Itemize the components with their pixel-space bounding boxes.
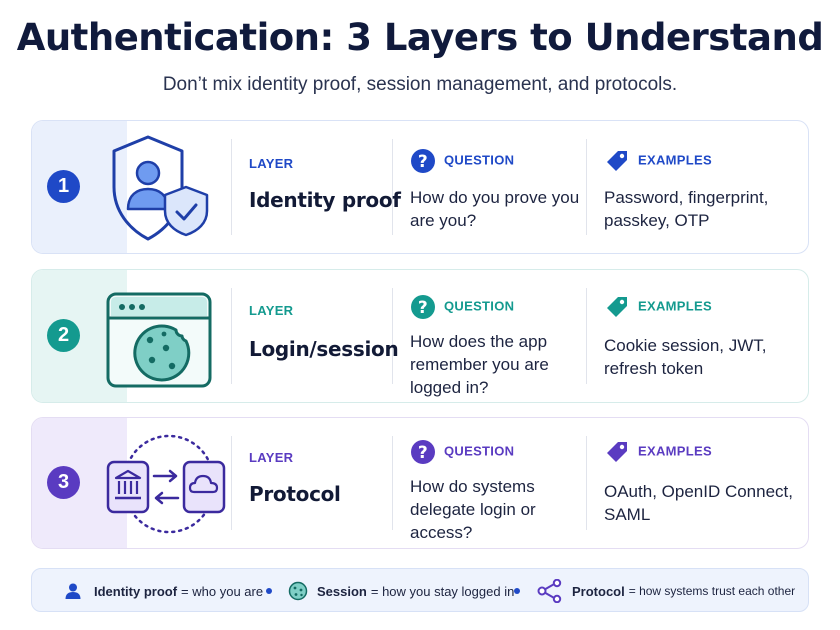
layer-name: Protocol — [249, 482, 341, 506]
cookie-icon — [288, 581, 308, 601]
legend-item-protocol: Protocol = how systems trust each other — [536, 569, 795, 613]
browser-cookie-icon — [106, 292, 212, 388]
tag-icon — [607, 442, 627, 462]
bank-cloud-exchange-icon — [106, 434, 226, 534]
layer-examples: Cookie session, JWT, refresh token — [604, 336, 767, 378]
examples-column-label: EXAMPLES — [604, 294, 712, 320]
layer-column-label: LAYER — [249, 156, 294, 171]
tag-icon — [607, 151, 627, 171]
legend-definition: = how you stay logged in — [370, 583, 515, 599]
layer-card-login-session: 2 LAYER Login/session ?QUESTION How does… — [31, 269, 809, 403]
layer-card-protocol: 3 LAYER Protocol ?QUESTION How do system… — [31, 417, 809, 549]
layer-examples: Password, fingerprint, passkey, OTP — [604, 188, 769, 230]
examples-column-label: EXAMPLES — [604, 439, 712, 465]
legend-bar: Identity proof = who you are Session = h… — [31, 568, 809, 612]
question-circle-icon: ? — [411, 149, 435, 173]
column-divider — [231, 139, 232, 235]
question-column-label: ?QUESTION — [410, 148, 514, 174]
legend-item-identity: Identity proof = who you are — [64, 569, 263, 613]
column-divider — [392, 436, 393, 530]
column-divider — [231, 288, 232, 384]
column-divider — [231, 436, 232, 530]
legend-term: Identity proof — [94, 583, 178, 599]
shield-user-icon — [112, 135, 209, 241]
layer-card-identity-proof: 1 LAYER Identity proof ?QUESTION How do … — [31, 120, 809, 254]
legend-separator-dot — [266, 588, 272, 594]
question-circle-icon: ? — [411, 440, 435, 464]
svg-text:?: ? — [418, 152, 428, 172]
column-divider — [392, 139, 393, 235]
question-circle-icon: ? — [411, 295, 435, 319]
layer-number-badge: 1 — [47, 170, 80, 203]
svg-text:?: ? — [418, 443, 428, 463]
layer-question: How does the app remember you are logged… — [410, 332, 549, 397]
user-icon — [65, 583, 81, 599]
legend-term: Protocol — [572, 583, 625, 599]
page-title: Authentication: 3 Layers to Understand — [16, 16, 824, 59]
layer-question: How do systems delegate login or access? — [410, 477, 536, 542]
legend-term: Session — [317, 583, 367, 599]
layer-name: Login/session — [249, 337, 399, 361]
legend-definition: = who you are — [181, 583, 264, 599]
layer-question: How do you prove you are you? — [410, 188, 580, 230]
layer-column-label: LAYER — [249, 450, 294, 465]
examples-column-label: EXAMPLES — [604, 148, 712, 174]
legend-definition: = how systems trust each other — [628, 584, 796, 598]
layer-number-badge: 3 — [47, 466, 80, 499]
column-divider — [586, 436, 587, 530]
column-divider — [586, 139, 587, 235]
layer-number-badge: 2 — [47, 319, 80, 352]
column-divider — [392, 288, 393, 384]
question-column-label: ?QUESTION — [410, 294, 514, 320]
svg-text:?: ? — [418, 298, 428, 318]
page-subtitle: Don’t mix identity proof, session manage… — [162, 74, 678, 95]
layer-name: Identity proof — [249, 188, 401, 212]
question-column-label: ?QUESTION — [410, 439, 514, 465]
column-divider — [586, 288, 587, 384]
layer-examples: OAuth, OpenID Connect, SAML — [604, 482, 793, 524]
share-nodes-icon — [537, 579, 562, 603]
legend-separator-dot — [514, 588, 520, 594]
tag-icon — [607, 297, 627, 317]
legend-item-session: Session = how you stay logged in — [288, 569, 514, 613]
layer-column-label: LAYER — [249, 303, 294, 318]
